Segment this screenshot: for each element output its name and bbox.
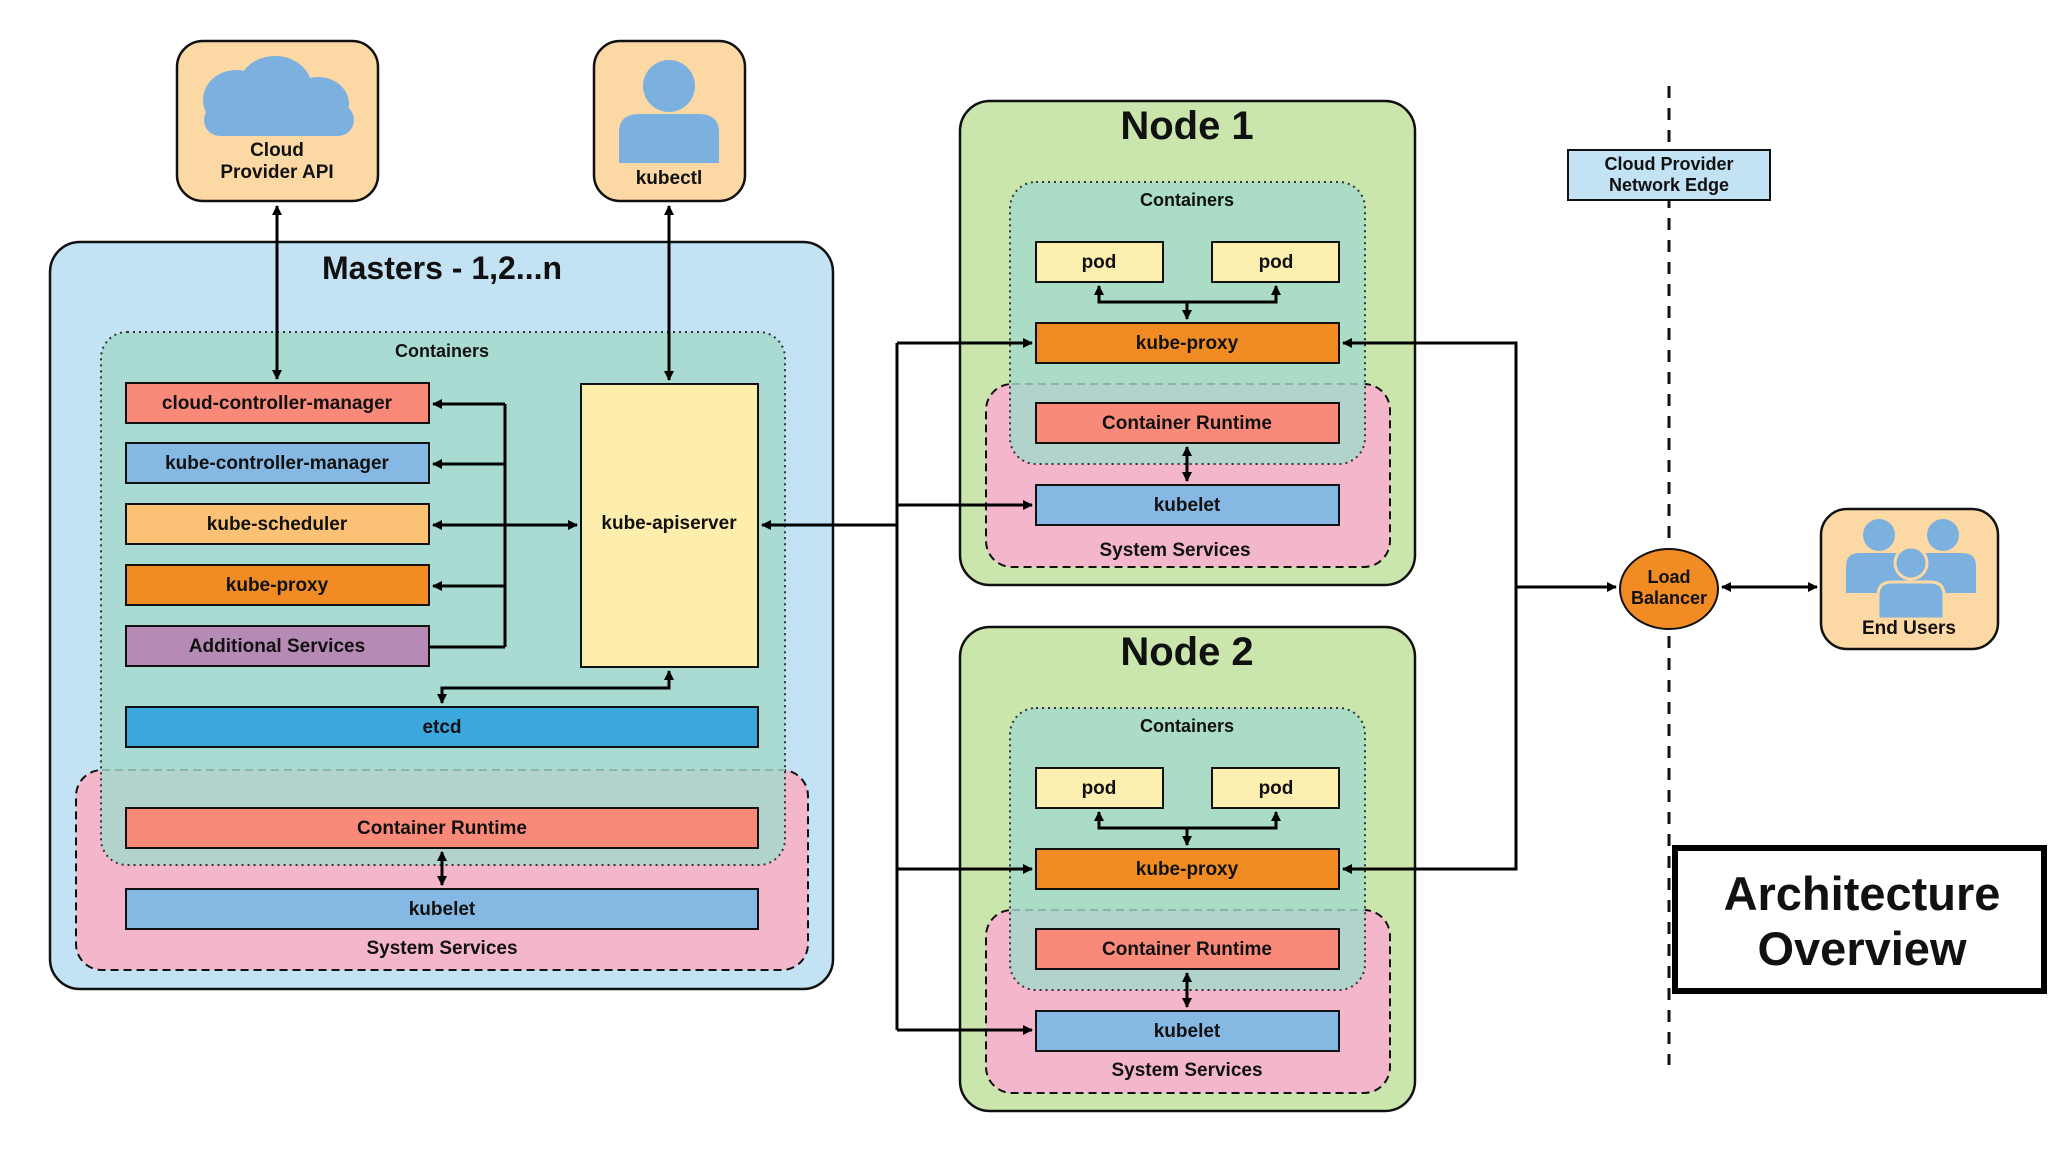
cloud-label-line2: Provider API xyxy=(220,162,333,183)
etcd-label: etcd xyxy=(422,717,461,738)
node-2-title: Node 2 xyxy=(1120,630,1253,674)
overview-line1: Architecture xyxy=(1724,867,2001,920)
additional-services-label: Additional Services xyxy=(189,636,365,657)
master-kube-proxy-label: kube-proxy xyxy=(226,575,329,596)
node-2-pod-a-label: pod xyxy=(1082,778,1117,799)
end-users-label: End Users xyxy=(1862,618,1956,639)
kube-apiserver-box xyxy=(580,383,759,668)
master-system-services-label: System Services xyxy=(366,938,517,959)
kube-scheduler-box xyxy=(125,503,430,545)
users-group-icon xyxy=(1846,519,1976,621)
node-1-panel: Node 1 Containers pod pod kube-proxy Con… xyxy=(958,99,1417,587)
architecture-overview-title: Architecture Overview xyxy=(1672,845,2047,994)
load-balancer-line2: Balancer xyxy=(1631,588,1707,608)
network-edge-line2: Network Edge xyxy=(1609,175,1729,195)
node-2-pod-a xyxy=(1035,767,1164,809)
cloud-controller-manager-box xyxy=(125,382,430,424)
node-1-container-runtime-box xyxy=(1035,402,1340,444)
additional-services-box xyxy=(125,625,430,667)
node-2-kube-proxy-box xyxy=(1035,848,1340,890)
node-1-kube-proxy-label: kube-proxy xyxy=(1136,333,1239,354)
node-2-system-services-label: System Services xyxy=(1111,1060,1262,1081)
node-2-containers-label: Containers xyxy=(1140,716,1234,736)
cloud-label-line1: Cloud xyxy=(250,140,304,161)
node-1-kubelet-label: kubelet xyxy=(1154,495,1221,516)
etcd-box xyxy=(125,706,759,748)
lb-node-proxy-bus xyxy=(1342,338,1518,874)
node-2-pod-b-label: pod xyxy=(1259,778,1294,799)
master-kubelet-box xyxy=(125,888,759,930)
kube-controller-manager-box xyxy=(125,442,430,484)
node-1-containers-label: Containers xyxy=(1140,190,1234,210)
node-1-pod-b xyxy=(1211,241,1340,283)
kube-scheduler-label: kube-scheduler xyxy=(207,514,348,535)
masters-panel: Masters - 1,2...n Containers cloud-contr… xyxy=(48,240,835,991)
user-icon xyxy=(619,60,719,163)
kube-apiserver-label: kube-apiserver xyxy=(601,513,737,534)
master-container-runtime-box xyxy=(125,807,759,849)
master-kubelet-label: kubelet xyxy=(409,899,476,920)
load-balancer-line1: Load xyxy=(1648,567,1691,587)
node-2-container-runtime-label: Container Runtime xyxy=(1102,939,1272,960)
connectors xyxy=(272,205,1818,1035)
node-2-pod-b xyxy=(1211,767,1340,809)
master-container-runtime-label: Container Runtime xyxy=(357,818,527,839)
node-1-system-services-label: System Services xyxy=(1099,540,1250,561)
node-2-kubelet-box xyxy=(1035,1010,1340,1052)
node-1-pod-b-label: pod xyxy=(1259,252,1294,273)
node-2-kube-proxy-label: kube-proxy xyxy=(1136,859,1239,880)
masters-title: Masters - 1,2...n xyxy=(322,250,562,286)
node-2-kubelet-label: kubelet xyxy=(1154,1021,1221,1042)
kubectl-label: kubectl xyxy=(636,168,703,189)
master-kube-proxy-box xyxy=(125,564,430,606)
node-1-pod-a xyxy=(1035,241,1164,283)
kubectl: kubectl xyxy=(592,39,747,203)
cloud-controller-manager-label: cloud-controller-manager xyxy=(162,393,393,414)
node-1-title: Node 1 xyxy=(1120,104,1253,148)
cloud-provider-api: Cloud Provider API xyxy=(175,39,380,203)
network-edge-line1: Cloud Provider xyxy=(1604,154,1733,174)
cloud-icon xyxy=(203,56,354,136)
node-2-container-runtime-box xyxy=(1035,928,1340,970)
load-balancer: Load Balancer xyxy=(1619,548,1719,630)
node-1-pod-a-label: pod xyxy=(1082,252,1117,273)
network-edge-label: Cloud Provider Network Edge xyxy=(1567,149,1771,201)
node-1-container-runtime-label: Container Runtime xyxy=(1102,413,1272,434)
node-1-kube-proxy-box xyxy=(1035,322,1340,364)
etcd-apiserver-arrow xyxy=(437,670,674,704)
kube-controller-manager-label: kube-controller-manager xyxy=(165,453,389,474)
node-1-kubelet-box xyxy=(1035,484,1340,526)
master-containers-label: Containers xyxy=(395,341,489,361)
overview-line2: Overview xyxy=(1757,922,1966,975)
end-users: End Users xyxy=(1819,507,2000,651)
